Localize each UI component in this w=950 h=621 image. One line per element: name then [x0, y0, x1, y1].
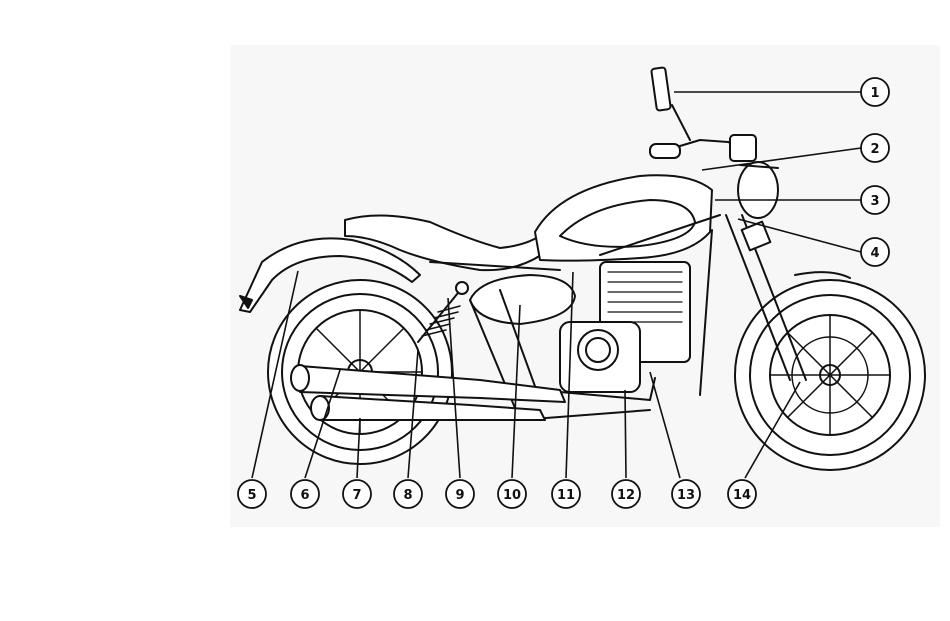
callout-10-label: 10 [503, 488, 521, 503]
callout-8: 8 [394, 480, 422, 508]
callout-2: 2 [861, 134, 889, 162]
callout-4: 4 [861, 238, 889, 266]
callout-10: 10 [498, 480, 526, 508]
callout-4-label: 4 [870, 246, 879, 261]
callout-12: 12 [612, 480, 640, 508]
callout-14-label: 14 [733, 488, 751, 503]
callout-3: 3 [861, 186, 889, 214]
callout-9: 9 [446, 480, 474, 508]
headlight [738, 162, 778, 218]
callout-3-label: 3 [870, 194, 879, 209]
callout-11-label: 11 [557, 488, 575, 503]
callout-14: 14 [728, 480, 756, 508]
callout-11: 11 [552, 480, 580, 508]
callout-13-label: 13 [677, 488, 695, 503]
callout-2-label: 2 [870, 142, 879, 157]
callout-5: 5 [238, 480, 266, 508]
callout-1-label: 1 [870, 86, 879, 101]
callout-7: 7 [343, 480, 371, 508]
callout-6-label: 6 [300, 488, 309, 503]
callout-9-label: 9 [455, 488, 464, 503]
callout-12-label: 12 [617, 488, 635, 503]
callout-13: 13 [672, 480, 700, 508]
callout-7-label: 7 [352, 488, 361, 503]
callout-5-label: 5 [247, 488, 256, 503]
callout-1: 1 [861, 78, 889, 106]
callout-8-label: 8 [403, 488, 412, 503]
callout-6: 6 [291, 480, 319, 508]
